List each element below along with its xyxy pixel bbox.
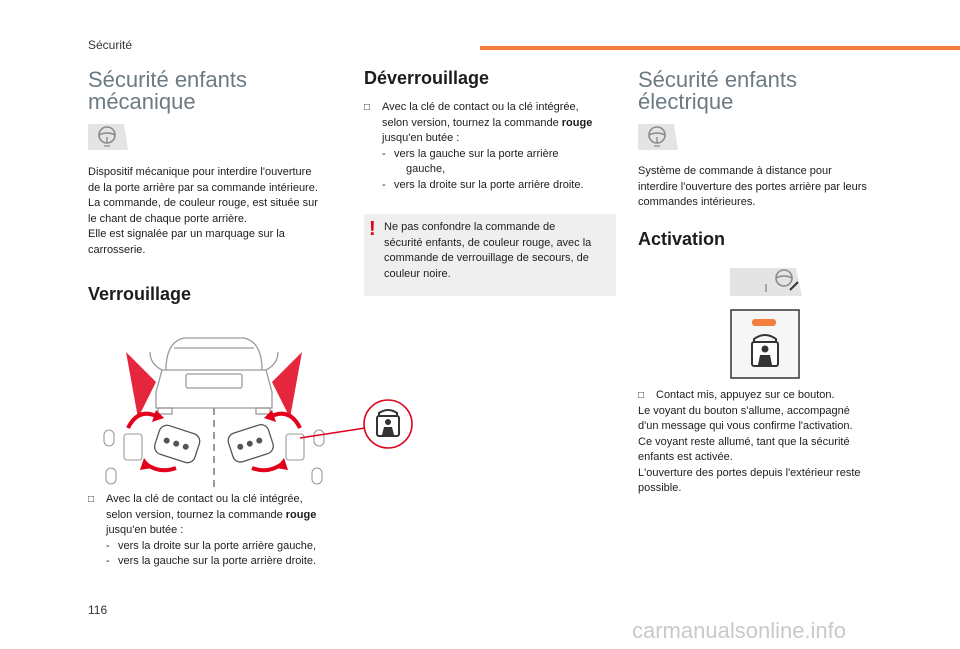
warning-line: Ne pas confondre la commande de [384,221,556,233]
unlock-bullet-line: selon version, tournez la commande rouge [382,116,616,132]
activation-line: Le voyant du bouton s'allume, accompagné [638,404,850,417]
activation-text: □ Contact mis, appuyez sur ce bouton. Le… [638,388,908,497]
right-desc-line: Système de commande à distance pour [638,165,832,177]
section-label: Sécurité [88,38,133,52]
right-title: Sécurité enfants électrique [638,69,797,113]
activation-line: Ce voyant reste allumé, tant que la sécu… [638,435,850,448]
activation-line: enfants est activée. [638,451,733,463]
warning-note: ! Ne pas confondre la commande de sécuri… [364,214,616,296]
unlock-dash-text: vers la droite sur la porte arrière droi… [394,178,584,191]
lock-bold-word: rouge [285,508,317,521]
warning-line: commande de verrouillage de secours, de [384,252,589,264]
child-lock-icon [751,334,779,367]
checkbox-bullet-icon: □ [88,494,95,505]
unlock-bullet-text: selon version, tournez la commande [382,116,562,129]
left-title: Sécurité enfants mécanique [88,69,247,113]
right-title-line2: électrique [638,89,734,114]
checkbox-bullet-icon: □ [638,390,645,401]
steering-wheel-icon [88,124,128,150]
right-title-line1: Sécurité enfants [638,67,797,92]
steering-wheel-icon [638,124,678,150]
lock-heading: Verrouillage [88,284,192,304]
child-lock-button [730,309,800,379]
car-rear-diagram [94,312,334,492]
left-title-line1: Sécurité enfants [88,67,247,92]
lock-bullet-line: selon version, tournez la commande rouge [106,508,348,524]
lock-bullet-line: jusqu'en butée : [106,524,184,536]
unlock-bullet-line: jusqu'en butée : [382,132,460,144]
lock-dash-text: vers la droite sur la porte arrière gauc… [118,539,317,552]
lock-dash-text: vers la gauche sur la porte arrière droi… [118,555,317,567]
checkbox-bullet-icon: □ [364,102,371,113]
lock-bullet: □ Avec la clé de contact ou la clé intég… [88,492,348,539]
unlock-bullet: □ Avec la clé de contact ou la clé intég… [364,100,616,147]
steering-wheel-icon [730,266,802,298]
unlock-dash-item: -vers la droite sur la porte arrière dro… [382,178,584,191]
right-desc-line: commandes intérieures. [638,196,756,208]
header-accent-bar [480,46,960,50]
left-description: Dispositif mécanique pour interdire l'ou… [88,165,348,258]
unlock-dash-item: - vers la gauche sur la porte arrière ga… [382,147,616,178]
right-description: Système de commande à distance pour inte… [638,164,908,211]
page-number: 116 [88,603,108,617]
activation-bullet-text: Contact mis, appuyez sur ce bouton. [656,389,835,401]
unlock-dash-text: vers la gauche sur la porte arrière [394,147,559,160]
left-desc-line: le chant de chaque porte arrière. [88,212,247,225]
activation-line: possible. [638,482,682,494]
unlock-dash-text: gauche, [406,163,446,175]
exclamation-icon: ! [369,218,376,240]
warning-line: sécurité enfants, de couleur rouge, avec… [384,236,592,249]
lock-dash-item: -vers la droite sur la porte arrière gau… [106,539,317,552]
lock-instructions: □ Avec la clé de contact ou la clé intég… [88,492,348,570]
watermark: carmanualsonline.info [632,618,847,643]
right-desc-line: interdire l'ouverture des portes arrière… [638,180,867,193]
left-desc-line: carrosserie. [88,243,146,256]
left-desc-line: La commande, de couleur rouge, est situé… [88,197,318,209]
activation-line: L'ouverture des portes depuis l'extérieu… [638,466,861,479]
left-title-line2: mécanique [88,89,196,114]
unlock-bullet-line: Avec la clé de contact ou la clé intégré… [382,101,579,113]
activation-heading: Activation [638,229,726,249]
lock-bullet-text: selon version, tournez la commande [106,508,286,521]
left-desc-line: Elle est signalée par un marquage sur la [88,228,285,240]
lock-bullet-line: Avec la clé de contact ou la clé intégré… [106,493,303,505]
lock-dash-item: -vers la gauche sur la porte arrière dro… [106,555,317,567]
unlock-heading: Déverrouillage [364,68,490,88]
activation-bullet: □ Contact mis, appuyez sur ce bouton. [638,388,908,404]
unlock-bold-word: rouge [561,116,593,129]
activation-line: d'un message qui vous confirme l'activat… [638,420,853,432]
left-desc-line: Dispositif mécanique pour interdire l'ou… [88,166,312,178]
left-desc-line: de la porte arrière par sa commande inté… [88,181,318,194]
child-lock-icon [362,398,414,450]
warning-line: couleur noire. [384,267,451,280]
unlock-instructions: □ Avec la clé de contact ou la clé intég… [364,100,616,193]
